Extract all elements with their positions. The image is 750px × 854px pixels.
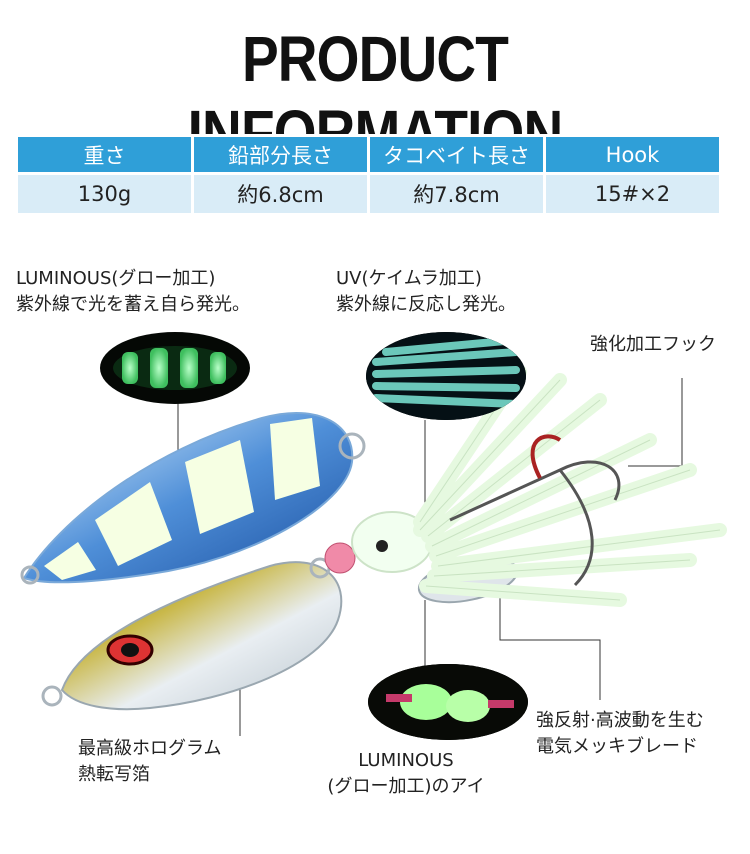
spec-header-hook: Hook (543, 134, 722, 175)
callout-uv-line1: UV(ケイムラ加工) (336, 268, 482, 289)
callout-hook: 強化加工フック (590, 332, 716, 358)
spec-value-row: 130g 約6.8cm 約7.8cm 15#×2 (15, 172, 722, 216)
callout-uv: UV(ケイムラ加工) 紫外線に反応し発光。 (336, 266, 516, 318)
callout-hook-line1: 強化加工フック (590, 334, 716, 355)
spec-value-lead-length: 約6.8cm (191, 172, 370, 216)
callout-blade-line1: 強反射·高波動を生む (536, 710, 704, 731)
callout-uv-line2: 紫外線に反応し発光。 (336, 294, 516, 315)
spec-header-weight: 重さ (15, 134, 194, 175)
spec-table: 重さ 鉛部分長さ タコベイト長さ Hook 130g 約6.8cm 約7.8cm… (15, 134, 722, 216)
callout-luminous-line1: LUMINOUS(グロー加工) (16, 268, 216, 289)
spec-header-lead-length: 鉛部分長さ (191, 134, 370, 175)
callout-blade-line2: 電気メッキブレード (536, 736, 698, 757)
glow-eye-icon (368, 664, 528, 740)
callout-hologram-line2: 熱転写箔 (78, 764, 150, 785)
octopus-skirt (351, 365, 727, 607)
treble-hook (449, 434, 621, 587)
spec-header-skirt-length: タコベイト長さ (367, 134, 546, 175)
spec-value-hook: 15#×2 (543, 172, 722, 216)
spec-value-skirt-length: 約7.8cm (367, 172, 546, 216)
inset-uv (366, 332, 526, 420)
callout-eye-line2: (グロー加工)のアイ (327, 776, 485, 797)
bead (324, 542, 356, 574)
inset-luminous-body (100, 332, 250, 404)
spec-value-weight: 130g (15, 172, 194, 216)
uv-skirt-icon (366, 332, 526, 420)
glow-stripes-icon (113, 346, 237, 390)
inset-eye (368, 664, 528, 740)
callout-eye-line1: LUMINOUS (358, 750, 454, 771)
hologram-jig (41, 557, 343, 711)
callout-blade: 強反射·高波動を生む 電気メッキブレード (536, 708, 704, 760)
callout-hologram: 最高級ホログラム 熱転写箔 (78, 736, 221, 788)
spec-header-row: 重さ 鉛部分長さ タコベイト長さ Hook (15, 134, 722, 175)
callout-luminous-line2: 紫外線で光を蓄え自ら発光。 (16, 294, 250, 315)
callout-luminous-body: LUMINOUS(グロー加工) 紫外線で光を蓄え自ら発光。 (16, 266, 250, 318)
callout-hologram-line1: 最高級ホログラム (78, 738, 222, 759)
luminous-jig (20, 412, 366, 585)
callout-eye: LUMINOUS (グロー加工)のアイ (318, 748, 494, 800)
